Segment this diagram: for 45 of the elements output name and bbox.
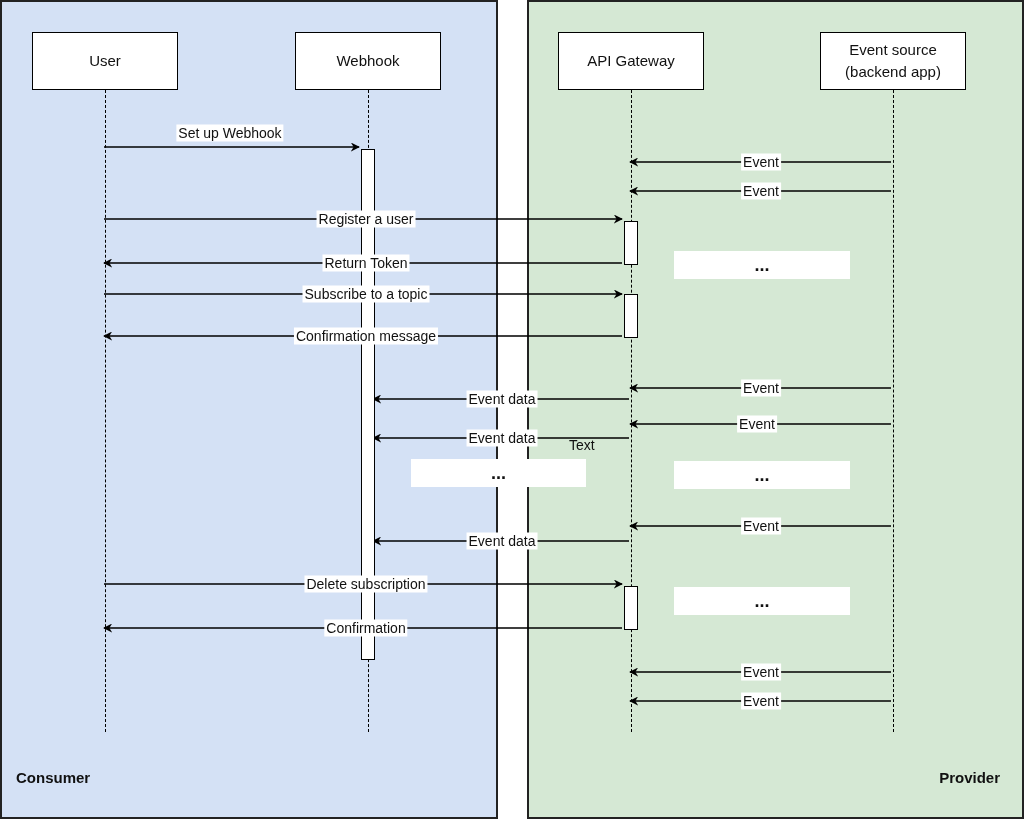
edge-label: Event data (466, 429, 538, 447)
message-arrow (629, 419, 892, 429)
message-arrow (629, 383, 892, 393)
lifeline (631, 90, 632, 732)
activation-bar (624, 294, 638, 338)
edge-label: Confirmation message (293, 327, 439, 345)
message-arrow (103, 258, 623, 268)
edge-label: Delete subscription (304, 575, 428, 593)
ellipsis-box: ... (411, 459, 586, 487)
activation-bar (624, 221, 638, 265)
participant-box: API Gateway (558, 32, 704, 90)
message-arrow (629, 667, 892, 677)
edge-label: Event (741, 663, 781, 681)
edge-label: Event (741, 692, 781, 710)
edge-label: Subscribe to a topic (302, 285, 430, 303)
edge-label: Event (741, 182, 781, 200)
message-arrow (629, 521, 892, 531)
edge-label: Event (741, 153, 781, 171)
message-arrow (629, 696, 892, 706)
edge-label: Event (737, 415, 777, 433)
lane-title: Provider (939, 767, 1000, 788)
edge-label: Return Token (322, 254, 410, 272)
edge-label: Event data (466, 390, 538, 408)
edge-label: Event (741, 517, 781, 535)
edge-label: Event data (466, 532, 538, 550)
edge-label: Confirmation (324, 619, 408, 637)
edge-label: Set up Webhook (176, 124, 284, 142)
ellipsis-box: ... (674, 461, 850, 489)
message-arrow (629, 157, 892, 167)
lane-title: Consumer (16, 767, 91, 788)
text-label: Text (569, 437, 595, 454)
participant-box: Webhook (295, 32, 441, 90)
message-arrow (103, 142, 360, 152)
message-arrow (103, 214, 623, 224)
ellipsis-box: ... (674, 587, 850, 615)
edge-label: Register a user (316, 210, 416, 228)
edge-label: Event (741, 379, 781, 397)
participant-box: Event source (backend app) (820, 32, 966, 90)
participant-box: User (32, 32, 178, 90)
lifeline (893, 90, 894, 732)
activation-bar (624, 586, 638, 630)
ellipsis-box: ... (674, 251, 850, 279)
message-arrow (629, 186, 892, 196)
lifeline (105, 90, 106, 732)
message-arrow (103, 623, 623, 633)
